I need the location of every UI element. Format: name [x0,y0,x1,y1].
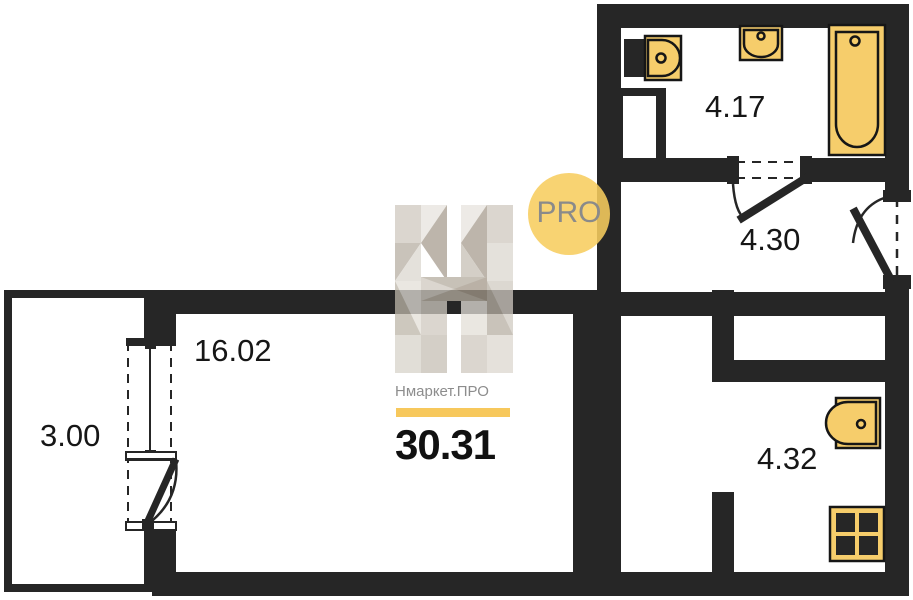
room-area-kitchen: 4.32 [757,441,818,476]
room-area-living: 16.02 [194,333,272,368]
washbasin-bowl [742,28,780,59]
toilet-cistern [624,39,646,77]
room-area-hall: 4.30 [740,222,801,257]
kitchen-sink-bowl [824,400,878,446]
niche-shaft [613,88,666,162]
kitchen-fixtures [824,396,886,563]
entry-door-head [883,190,911,202]
bathroom-door-jamb-left [727,156,739,184]
balcony-opening-group [125,338,180,531]
toilet-flush-hole [655,52,667,64]
bathroom-fixtures [624,23,887,157]
entry-door-group [849,190,911,289]
balcony-door-head [125,451,177,460]
window-handle-top [145,340,156,349]
entry-door-swing-arc [851,196,885,244]
stove-burner-top-right [859,513,878,532]
room-area-bathroom: 4.17 [705,89,766,124]
balcony-door-leaf [143,457,180,525]
balcony-door-hinge [142,519,154,529]
stove-burner-top-left [836,513,855,532]
kitchen-left-wall-upper [712,290,734,382]
right-exterior-wall [885,4,909,596]
living-top-wall [152,290,597,314]
washbasin-tap-hole [756,31,766,41]
bathtub-drain-hole [849,35,861,47]
living-bottom-wall [152,572,909,596]
bathroom-door-group [727,156,812,224]
stove-burner-bottom-right [859,536,878,555]
bathtub-inner [834,30,880,149]
kitchen-left-wall-lower [712,492,734,596]
entry-door-leaf [849,206,896,284]
stove-burner-bottom-left [836,536,855,555]
room-area-balcony: 3.00 [40,418,101,453]
kitchen-sink-drain [855,418,867,430]
bathroom-door-leaf [736,172,812,224]
hall-kitchen-wall [712,360,909,382]
